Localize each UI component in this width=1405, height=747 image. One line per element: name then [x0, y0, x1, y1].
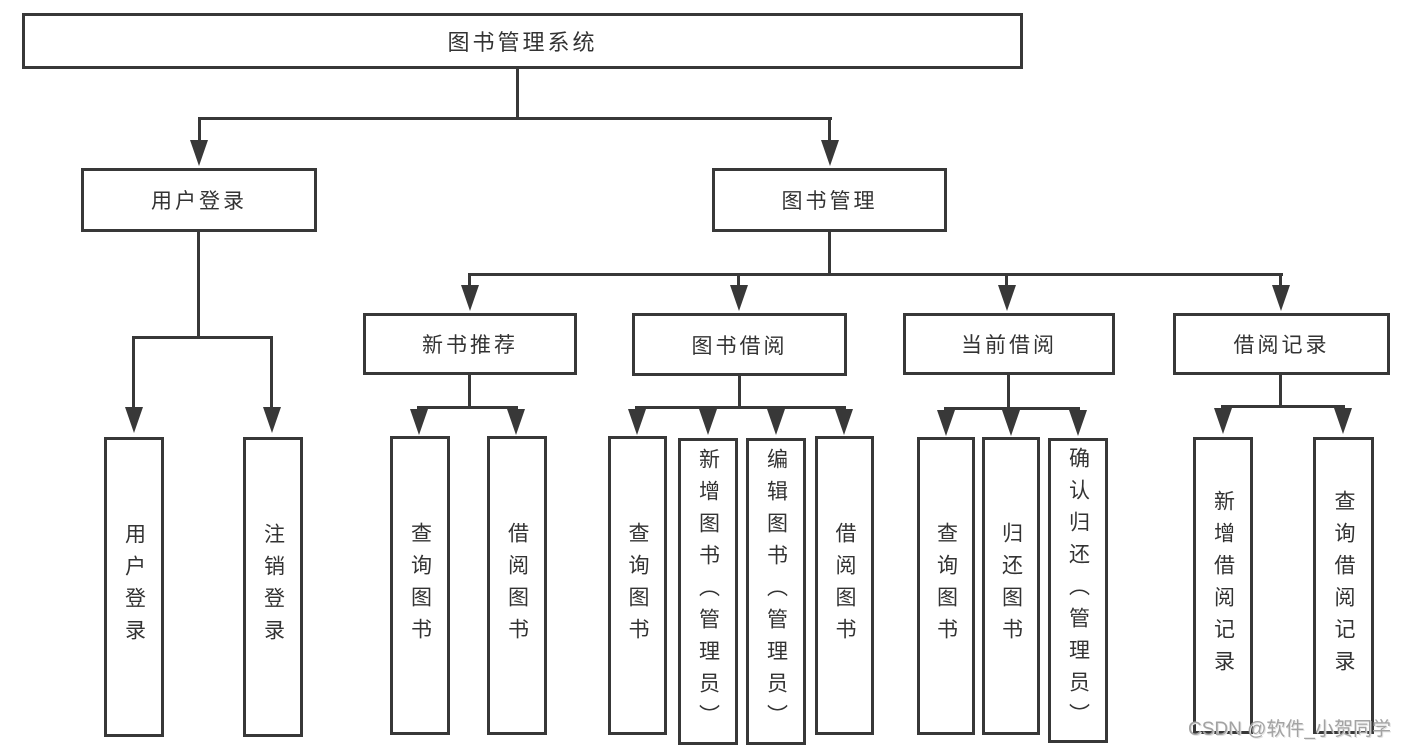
- node-label: 新书推荐: [422, 334, 518, 357]
- connector-line: [738, 376, 741, 406]
- connector-line: [198, 117, 832, 120]
- connector-line: [828, 120, 831, 142]
- connector-line: [1005, 276, 1008, 286]
- node-label: 当前借阅: [961, 334, 1057, 357]
- edge-arrowhead: [190, 140, 208, 166]
- edge-arrowhead: [937, 410, 955, 436]
- connector-line: [1221, 405, 1345, 408]
- edge-arrowhead: [410, 409, 428, 435]
- edge-arrowhead: [461, 285, 479, 311]
- connector-line: [516, 69, 519, 117]
- node-label: 图书管理系统: [447, 30, 598, 55]
- node-leaf-current-confirm-return-admin: 确认归还（管理员）: [1048, 438, 1108, 743]
- edge-arrowhead: [1069, 410, 1087, 436]
- node-leaf-borrow-add-books-admin: 新增图书（管理员）: [678, 438, 738, 745]
- node-label: 新增图书（管理员）: [696, 447, 720, 736]
- edge-arrowhead: [263, 407, 281, 433]
- node-label: 确认归还（管理员）: [1066, 446, 1090, 735]
- node-label: 图书管理: [781, 190, 878, 213]
- edge-arrowhead: [125, 407, 143, 433]
- connector-line: [635, 406, 846, 409]
- connector-line: [1007, 375, 1010, 407]
- node-system-root: 图书管理系统: [22, 13, 1023, 69]
- node-label: 查询图书: [626, 521, 649, 650]
- connector-line: [198, 120, 201, 142]
- edge-arrowhead: [1334, 408, 1352, 434]
- node-leaf-borrow-query-books: 查询图书: [608, 436, 667, 735]
- node-book-management: 图书管理: [712, 168, 947, 232]
- connector-line: [1279, 375, 1282, 405]
- watermark: CSDN @软件_小贺同学: [1188, 719, 1391, 740]
- node-book-borrow: 图书借阅: [632, 313, 847, 376]
- node-leaf-current-query-books: 查询图书: [917, 437, 975, 735]
- node-new-book-recommend: 新书推荐: [363, 313, 577, 375]
- edge-arrowhead: [1002, 410, 1020, 436]
- node-leaf-records-query-record: 查询借阅记录: [1313, 437, 1374, 734]
- node-label: 用户登录: [151, 190, 247, 213]
- edge-arrowhead: [507, 409, 525, 435]
- node-label: 新增借阅记录: [1211, 489, 1235, 682]
- connector-line: [944, 407, 1080, 410]
- node-leaf-current-return-books: 归还图书: [982, 437, 1040, 735]
- node-leaf-borrow-edit-books-admin: 编辑图书（管理员）: [746, 438, 806, 745]
- connector-line: [468, 375, 471, 406]
- connector-line: [197, 232, 200, 336]
- node-label: 借阅图书: [833, 521, 856, 650]
- node-label: 查询图书: [408, 521, 432, 650]
- connector-line: [417, 406, 518, 409]
- node-label: 查询图书: [934, 522, 958, 650]
- node-leaf-user-login: 用户登录: [104, 437, 164, 737]
- edge-arrowhead: [628, 409, 646, 435]
- node-leaf-recommend-borrow-books: 借阅图书: [487, 436, 547, 735]
- node-label: 注销登录: [261, 523, 285, 651]
- node-label: 借阅图书: [505, 521, 529, 650]
- node-label: 查询借阅记录: [1332, 489, 1355, 682]
- node-label: 图书借阅: [691, 334, 788, 358]
- node-leaf-recommend-query-books: 查询图书: [390, 436, 450, 735]
- node-label: 借阅记录: [1233, 334, 1330, 357]
- connector-line: [132, 336, 273, 339]
- connector-line: [468, 276, 471, 286]
- node-user-login-branch: 用户登录: [81, 168, 317, 232]
- connector-line: [737, 276, 740, 286]
- edge-arrowhead: [821, 140, 839, 166]
- connector-line: [1279, 276, 1282, 286]
- edge-arrowhead: [699, 409, 717, 435]
- connector-line: [828, 232, 831, 273]
- node-label: 用户登录: [122, 523, 146, 651]
- node-leaf-logout: 注销登录: [243, 437, 303, 737]
- node-label: 编辑图书（管理员）: [764, 447, 788, 736]
- edge-arrowhead: [835, 409, 853, 435]
- connector-line: [270, 339, 273, 407]
- node-borrow-records: 借阅记录: [1173, 313, 1390, 375]
- connector-line: [132, 339, 135, 407]
- connector-line: [468, 273, 1283, 276]
- node-leaf-borrow-borrow-books: 借阅图书: [815, 436, 874, 735]
- node-leaf-records-add-record: 新增借阅记录: [1193, 437, 1253, 734]
- edge-arrowhead: [767, 409, 785, 435]
- edge-arrowhead: [1272, 285, 1290, 311]
- edge-arrowhead: [730, 285, 748, 311]
- edge-arrowhead: [998, 285, 1016, 311]
- edge-arrowhead: [1214, 408, 1232, 434]
- node-current-borrow: 当前借阅: [903, 313, 1115, 375]
- node-label: 归还图书: [999, 522, 1023, 650]
